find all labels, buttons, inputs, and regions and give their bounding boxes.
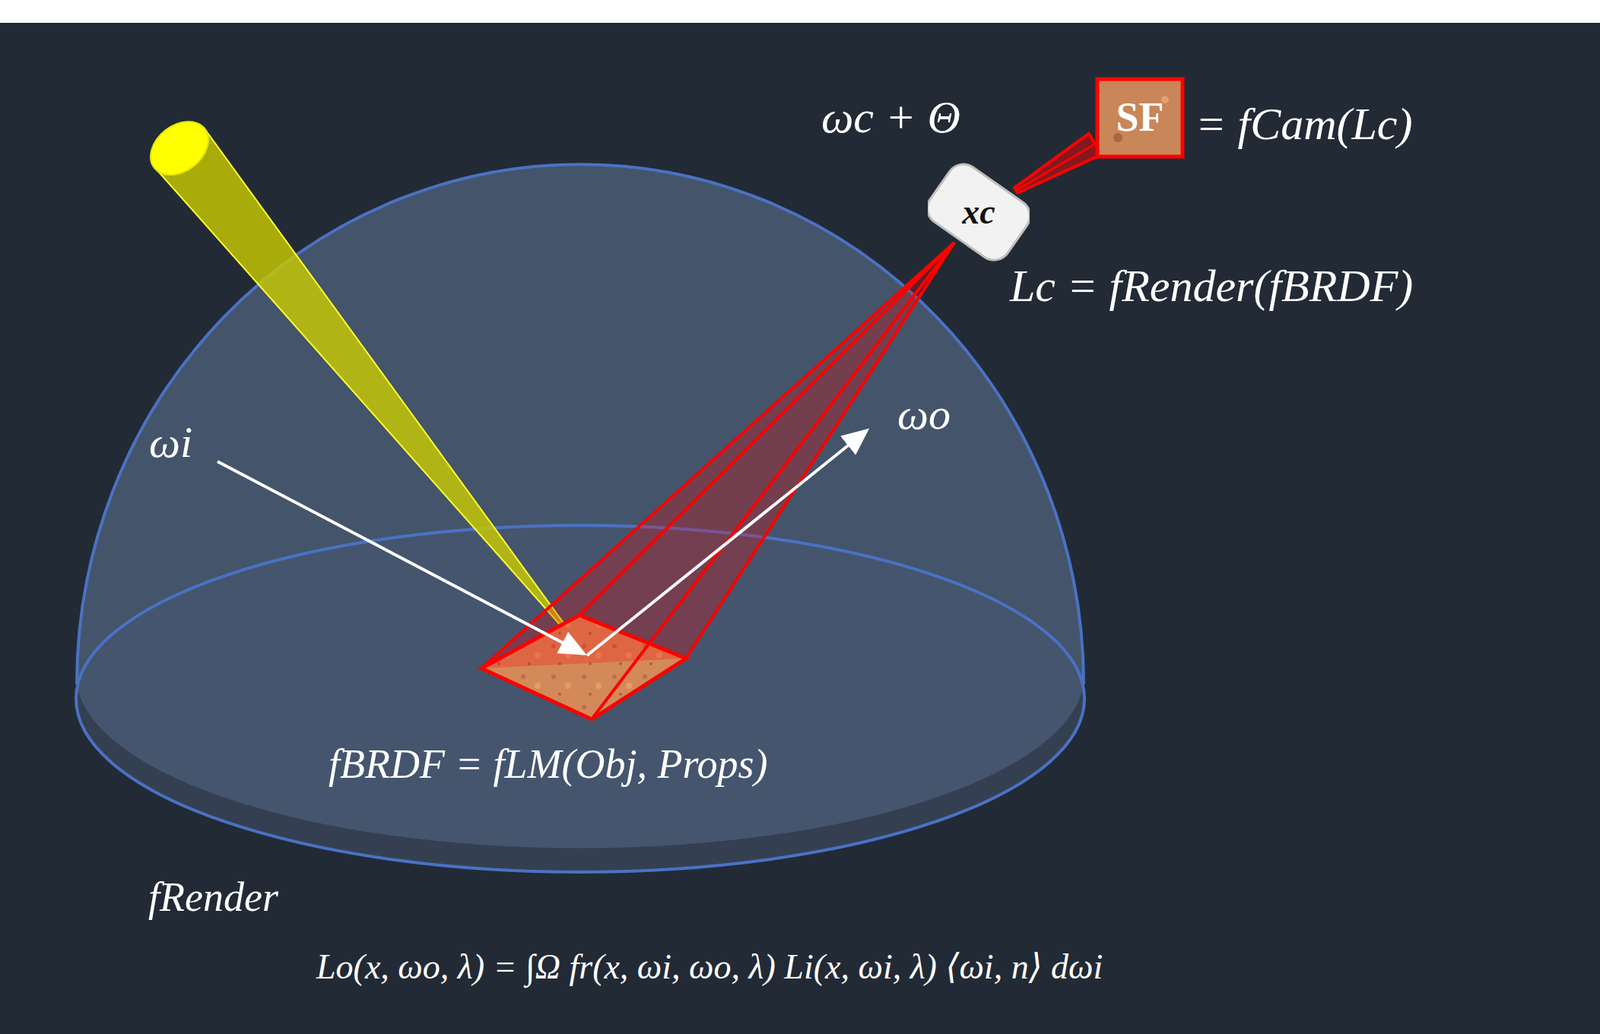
- outgoing-label: ωo: [897, 390, 951, 439]
- view-ray-connector: [1014, 133, 1102, 194]
- outgoing-direction: [587, 430, 867, 656]
- top-band: [0, 0, 1600, 23]
- rendering-equation: Lo(x, ωo, λ) = ∫Ω fr(x, ωi, ωo, λ) Li(x,…: [316, 948, 1103, 988]
- render-heading: fRender: [148, 875, 279, 921]
- ray-wedge: [1014, 133, 1102, 194]
- node-text: SF: [1115, 95, 1164, 140]
- node-text: xc: [961, 193, 995, 232]
- camera-function-label: = fCam(Lc): [1195, 98, 1413, 150]
- render-function-label: Lc = fRender(fBRDF): [1009, 260, 1413, 312]
- view-frustum: [481, 242, 955, 669]
- light-source: [139, 111, 219, 187]
- camera-pose-label: ωc + Θ: [821, 92, 961, 143]
- camera-shape: [927, 162, 1030, 262]
- image-patch: SF: [1095, 76, 1185, 159]
- camera-shell: [927, 162, 1030, 262]
- camera-body: xc: [927, 162, 1030, 262]
- ray-axis: [1015, 144, 1096, 191]
- light-beam: [155, 127, 588, 656]
- frustum-lines: [481, 242, 955, 720]
- incident-direction: [217, 461, 585, 654]
- brdf-label: fBRDF = fLM(Obj, Props): [328, 742, 768, 788]
- patch-fill: [1097, 79, 1183, 157]
- incident-label: ωi: [149, 418, 193, 467]
